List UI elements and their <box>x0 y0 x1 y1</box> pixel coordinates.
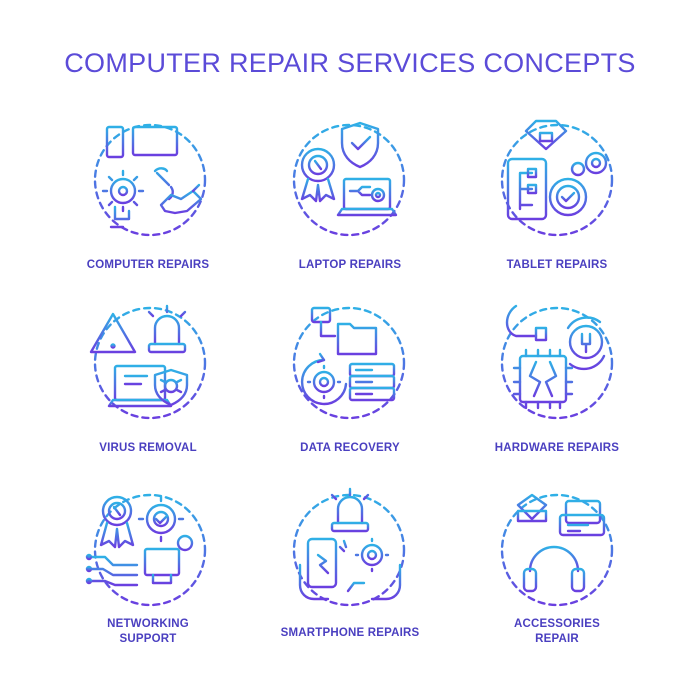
concept-label-line1: ACCESSORIES <box>514 618 600 630</box>
concept-label-line1: NETWORKING <box>107 618 189 630</box>
hardware-repairs-icon <box>492 298 622 428</box>
concept-label: HARDWARE REPAIRS <box>494 442 620 454</box>
concept-label: DATA RECOVERY <box>300 442 400 454</box>
virus-removal-icon <box>85 298 215 428</box>
tablet-repairs-icon <box>492 115 622 245</box>
data-recovery-icon <box>284 298 414 428</box>
concept-label: NETWORKING SUPPORT <box>48 617 248 647</box>
concept-label: COMPUTER REPAIRS <box>86 259 210 271</box>
concept-label: SMARTPHONE REPAIRS <box>280 627 420 639</box>
concept-label: ACCESSORIES REPAIR <box>457 617 657 647</box>
networking-support-icon <box>85 485 215 615</box>
concept-label: VIRUS REMOVAL <box>99 442 197 454</box>
page-title: COMPUTER REPAIR SERVICES CONCEPTS <box>64 48 636 78</box>
laptop-repairs-icon <box>284 115 414 245</box>
smartphone-repairs-icon <box>284 485 414 615</box>
concept-label-line2: REPAIR <box>535 633 579 645</box>
computer-repairs-icon <box>85 115 215 245</box>
concept-label: TABLET REPAIRS <box>506 259 608 271</box>
concept-label: LAPTOP REPAIRS <box>298 259 402 271</box>
concept-label-line2: SUPPORT <box>119 633 177 645</box>
accessories-repair-icon <box>492 485 622 615</box>
